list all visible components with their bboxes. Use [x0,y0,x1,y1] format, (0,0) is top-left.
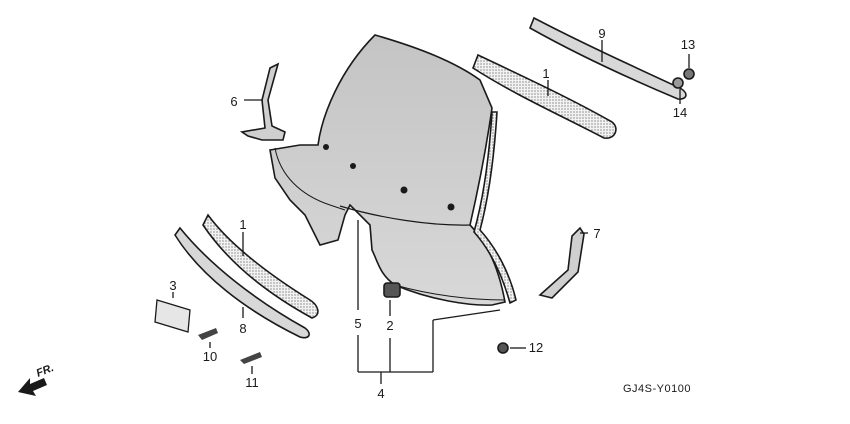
windscreen [269,34,506,306]
callout-4: 4 [377,386,384,401]
screen-molding-right [528,16,687,100]
callout-6: 6 [230,94,237,109]
callout-1-right: 1 [542,66,549,81]
callout-10: 10 [203,349,217,364]
screw-11 [240,352,262,364]
screen-molding-left [174,226,310,339]
callout-13: 13 [681,37,695,52]
screen-garnish-right [472,53,617,139]
stay-left [239,62,286,141]
callout-2: 2 [386,318,393,333]
nut-13 [683,68,695,80]
callout-5: 5 [354,316,361,331]
emblem [154,299,191,333]
callout-3: 3 [169,278,176,293]
callout-8: 8 [239,321,246,336]
callout-12: 12 [529,340,543,355]
washer-14 [672,77,684,89]
callout-7: 7 [593,226,600,241]
leader-lines [172,40,690,384]
screw-10 [198,328,218,340]
windscreen-edge-seal [473,111,517,305]
screw-12 [497,342,509,354]
screen-garnish-left [202,213,319,319]
direction-label: FR. [35,362,56,380]
callout-1-left: 1 [239,217,246,232]
collar [383,282,401,298]
stay-right [538,226,585,299]
callout-14: 14 [673,105,687,120]
callout-9: 9 [598,26,605,41]
diagram-code: GJ4S-Y0100 [623,383,691,395]
callout-11: 11 [245,375,259,390]
front-direction-arrow-icon [18,378,47,396]
